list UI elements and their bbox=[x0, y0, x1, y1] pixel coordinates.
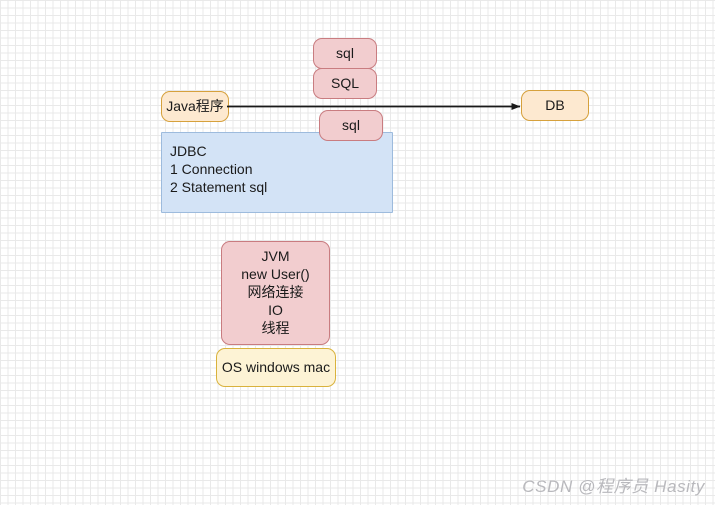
node-os[interactable]: OS windows mac bbox=[216, 348, 336, 387]
node-jvm[interactable]: JVM new User() 网络连接 IO 线程 bbox=[221, 241, 330, 345]
csdn-watermark: CSDN @程序员 Hasity bbox=[522, 477, 705, 496]
node-sql-uppercase[interactable]: SQL bbox=[313, 68, 377, 99]
node-db[interactable]: DB bbox=[521, 90, 589, 121]
node-java-program[interactable]: Java程序 bbox=[161, 91, 229, 122]
node-sql-top[interactable]: sql bbox=[313, 38, 377, 69]
node-sql-lower[interactable]: sql bbox=[319, 110, 383, 141]
node-jdbc-panel[interactable]: JDBC 1 Connection 2 Statement sql bbox=[161, 132, 393, 213]
